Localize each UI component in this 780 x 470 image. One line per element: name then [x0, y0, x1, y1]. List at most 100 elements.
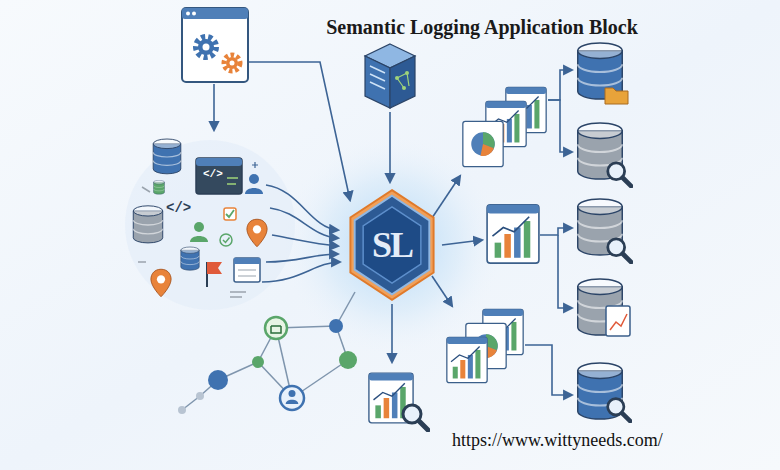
illustration-path [548, 70, 572, 100]
illustration-circle [280, 386, 304, 410]
illustration-rect [234, 258, 260, 282]
illustration-path [252, 162, 258, 168]
flow-arrow [391, 304, 393, 362]
illustration-circle [220, 234, 232, 246]
illustration-path [365, 56, 390, 108]
illustration-path [605, 88, 628, 104]
illustration-path [390, 56, 415, 108]
illustration-path [370, 66, 385, 89]
illustration-circle [196, 392, 204, 400]
source-cluster [133, 139, 267, 297]
network-graph [178, 292, 357, 414]
illustration-path [138, 187, 150, 262]
illustration-circle [192, 12, 196, 16]
illustration-path [207, 262, 222, 274]
illustration-circle [203, 44, 210, 51]
illustration-use [190, 222, 208, 242]
code-symbol: </> [203, 168, 223, 180]
illustration-circle [196, 37, 216, 57]
illustration-use [608, 163, 631, 186]
illustration-path [271, 326, 281, 333]
illustration-use [286, 390, 299, 404]
illustration-circle [224, 55, 240, 71]
illustration-circle [226, 57, 238, 69]
illustration-circle [252, 356, 264, 368]
illustration-use [447, 337, 487, 382]
illustration-use [153, 139, 181, 174]
illustration-path [230, 292, 246, 297]
illustration-path [432, 276, 452, 306]
hexagon-glow-ring [350, 190, 433, 300]
illustration-path [266, 185, 338, 230]
output-arrows [432, 70, 572, 395]
illustration-path [432, 176, 460, 218]
illustration-use [151, 269, 171, 297]
illustration-rect [182, 8, 248, 82]
illustration-path [548, 100, 572, 152]
illustration-path [270, 208, 338, 238]
illustration-path [266, 254, 338, 262]
server-cube [365, 44, 415, 108]
config-window [182, 8, 248, 82]
title: Semantic Logging Application Block [326, 16, 638, 39]
illustration-path [540, 228, 572, 235]
illustration-rect [606, 306, 630, 336]
flow-arrow [249, 62, 350, 200]
illustration-path [558, 235, 572, 308]
report-document [369, 373, 428, 430]
illustration-path [226, 210, 234, 217]
flow-arrow [389, 112, 391, 182]
illustration-circle [265, 317, 287, 339]
illustration-rect [224, 208, 236, 220]
chart-stack-bottom [447, 309, 523, 382]
illustration-rect [196, 158, 242, 194]
illustration-use [608, 239, 631, 262]
illustration-circle [198, 39, 214, 55]
illustration-circle [405, 71, 409, 75]
illustration-use [608, 399, 631, 422]
illustration-circle [339, 351, 357, 369]
illustration-circle [395, 76, 399, 80]
illustration-path [227, 178, 238, 184]
hexagon-inner [363, 207, 421, 283]
illustration-circle [208, 370, 228, 390]
source-cloud [125, 140, 295, 310]
illustration-use [403, 405, 428, 430]
flow-arrow [213, 84, 215, 130]
illustration-use [245, 174, 263, 194]
illustration-circle [178, 406, 186, 414]
illustration-use [133, 206, 162, 243]
illustration-use [487, 205, 539, 263]
illustration-circle [230, 61, 235, 66]
code-symbol: </> [166, 200, 191, 216]
illustration-path [525, 345, 572, 395]
chart-stack-top [463, 87, 546, 166]
source-arrows [262, 185, 340, 282]
illustration-path [397, 73, 409, 88]
chart-middle [487, 205, 539, 263]
illustration-use [463, 121, 503, 166]
output-databases [578, 43, 631, 421]
illustration-rect [196, 158, 242, 166]
illustration-use [153, 180, 164, 194]
hub-label: SL [372, 224, 412, 266]
illustration-path [223, 238, 230, 243]
hub-hexagon: SL [343, 188, 441, 302]
watermark-url: https://www.wittyneeds.com/ [452, 430, 663, 451]
illustration-use [181, 247, 199, 270]
illustration-use [247, 219, 267, 247]
illustration-path [238, 270, 256, 276]
illustration-g [182, 292, 355, 410]
illustration-path [262, 262, 340, 282]
illustration-path [272, 235, 338, 246]
illustration-circle [329, 319, 343, 333]
illustration-polyline [610, 314, 627, 330]
illustration-path [442, 240, 482, 245]
illustration-circle [186, 12, 190, 16]
illustration-rect [234, 258, 260, 264]
illustration-circle [402, 86, 406, 90]
hexagon-face [355, 196, 430, 295]
illustration-rect [182, 8, 248, 19]
